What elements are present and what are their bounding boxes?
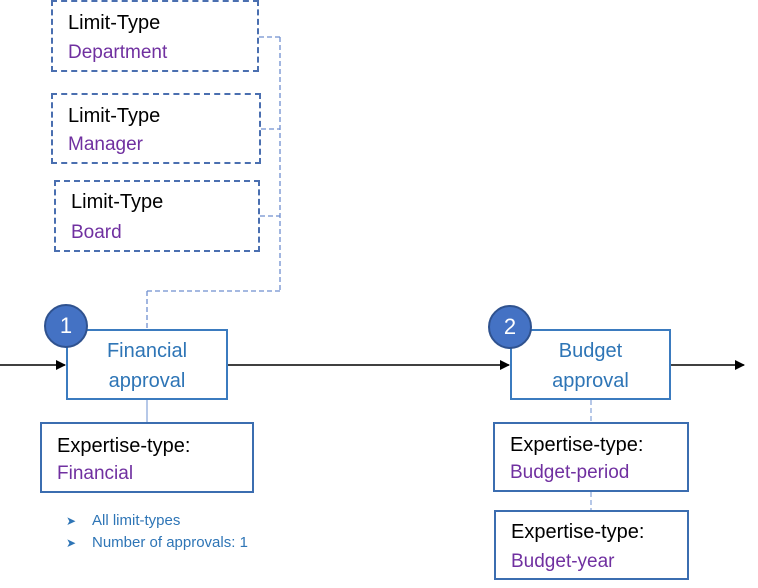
expertise-value: Financial [57, 463, 134, 484]
expertise-box-financial: Expertise-type: Financial [40, 422, 254, 493]
expertise-label: Expertise-type: [57, 435, 191, 457]
expertise-label: Expertise-type: [511, 521, 645, 543]
expertise-value: Budget-period [510, 462, 630, 483]
arrow-bullet-icon: ➤ [66, 536, 77, 550]
expertise-label: Expertise-type: [510, 434, 644, 456]
expertise-value: Budget-year [511, 551, 615, 572]
note-text: All limit-types [92, 512, 181, 529]
note-item: ➤ Number of approvals: 1 [66, 532, 248, 554]
note-text: Number of approvals: 1 [92, 534, 248, 551]
step-title-line2: approval [108, 370, 186, 392]
step-financial-approval[interactable]: Financial approval [66, 329, 228, 400]
limit-type-box-department: Limit-Type Department [51, 0, 259, 72]
step-title-line1: Financial [106, 340, 188, 362]
limit-type-label: Limit-Type [68, 12, 161, 34]
step-number-badge: 1 [44, 304, 88, 348]
limit-connectors [146, 36, 281, 329]
step-number-badge: 2 [488, 305, 532, 349]
step-title-line1: Budget [558, 340, 623, 362]
limit-type-value: Department [68, 42, 168, 63]
step-title-line2: approval [552, 370, 629, 392]
limit-type-box-manager: Limit-Type Manager [51, 93, 261, 164]
step-budget-approval[interactable]: Budget approval [510, 329, 671, 400]
limit-type-value: Manager [68, 134, 143, 155]
approval-notes: ➤ All limit-types ➤ Number of approvals: 1 [66, 510, 248, 554]
limit-type-value: Board [71, 222, 122, 243]
expertise-box-budget-period: Expertise-type: Budget-period [493, 422, 689, 492]
limit-type-label: Limit-Type [71, 191, 164, 213]
arrow-bullet-icon: ➤ [66, 514, 77, 528]
limit-type-label: Limit-Type [68, 105, 161, 127]
limit-type-box-board: Limit-Type Board [54, 180, 260, 252]
expertise-box-budget-year: Expertise-type: Budget-year [494, 510, 689, 580]
note-item: ➤ All limit-types [66, 510, 248, 532]
